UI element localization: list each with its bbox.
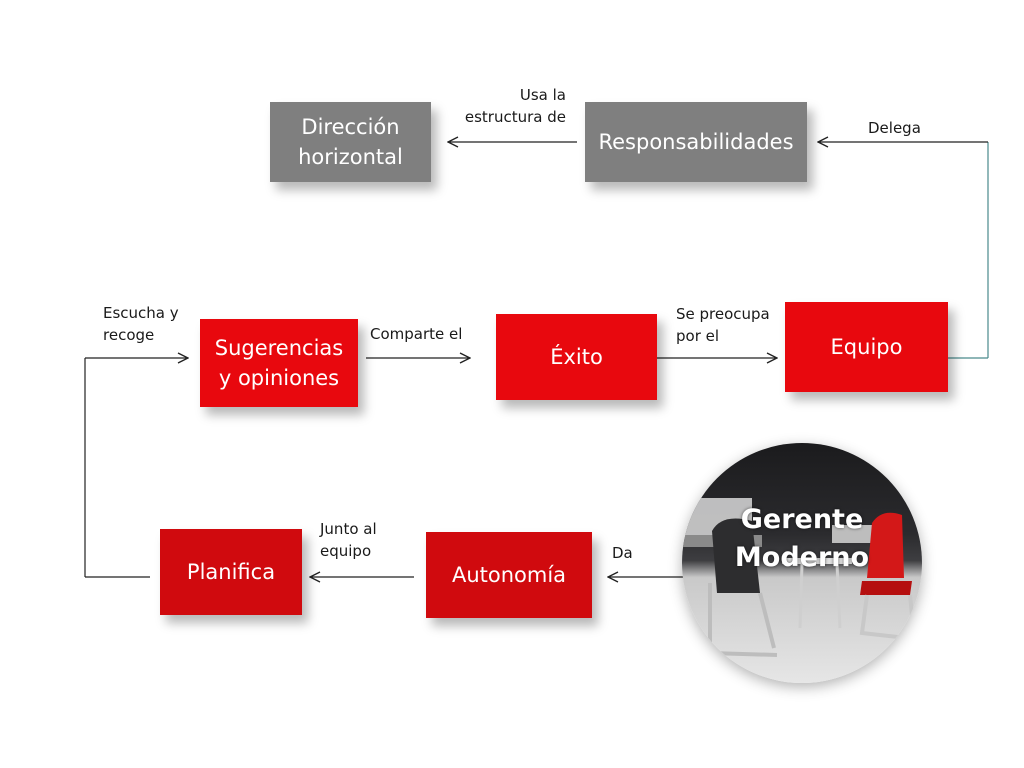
label-se-preocupa-por-el: Se preocupa por el [676, 305, 770, 345]
box-exito: Éxito [496, 314, 657, 400]
box-direccion-horizontal: Dirección horizontal [270, 102, 431, 182]
gerente-moderno-photo: Gerente Moderno [682, 443, 922, 683]
label-escucha-y-recoge: Escucha y recoge [103, 304, 179, 344]
label-delega: Delega [868, 119, 921, 137]
box-planifica: Planifica [160, 529, 302, 615]
box-sugerencias-y-opiniones: Sugerencias y opiniones [200, 319, 358, 407]
box-autonomia: Autonomía [426, 532, 592, 618]
label-da: Da [612, 544, 633, 562]
label-usa-la-estructura-de: Usa la estructura de [464, 86, 566, 126]
gerente-moderno-title: Gerente Moderno [734, 504, 870, 573]
chairs-photo-illustration [682, 498, 916, 657]
box-responsabilidades: Responsabilidades [585, 102, 807, 182]
label-junto-al-equipo: Junto al equipo [320, 520, 377, 560]
box-equipo: Equipo [785, 302, 948, 392]
label-comparte-el: Comparte el [370, 325, 463, 343]
